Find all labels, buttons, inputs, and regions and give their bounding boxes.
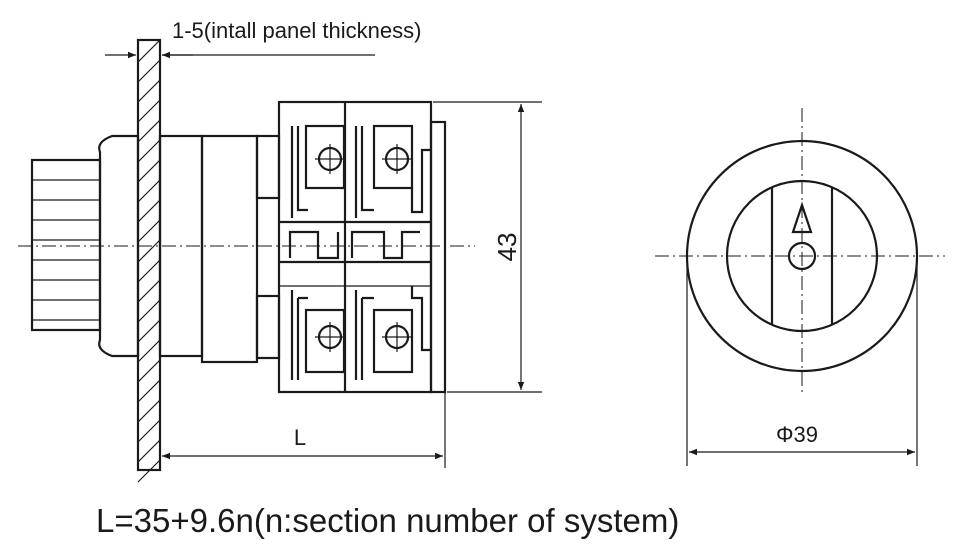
- panel-thickness-dimension: 1-5(intall panel thickness): [105, 18, 421, 59]
- hatch-line: [137, 139, 161, 163]
- hatch-line: [137, 59, 161, 83]
- terminal-screw-icon: [315, 322, 345, 352]
- hatch-line: [137, 179, 161, 203]
- hatch-line: [137, 259, 161, 283]
- hatch-line: [137, 99, 161, 123]
- panel-thickness-label: 1-5(intall panel thickness): [172, 18, 421, 43]
- hatch-line: [137, 159, 161, 183]
- hatch-line: [137, 239, 161, 263]
- terminal-screw-icon: [382, 322, 412, 352]
- hatch-line: [137, 399, 161, 423]
- hatch-line: [137, 299, 161, 323]
- side-view: [18, 38, 475, 483]
- contact-block: [277, 100, 447, 394]
- hatch-line: [137, 39, 161, 63]
- knob-grip-ribs: [32, 179, 100, 321]
- length-formula: L=35+9.6n(n:section number of system): [96, 502, 679, 539]
- length-dim-label: L: [294, 425, 306, 450]
- diameter-dim-label: Φ39: [776, 422, 818, 447]
- height-dim-label: 43: [492, 233, 522, 262]
- terminal-screw-icon: [315, 144, 345, 174]
- front-view: [655, 108, 945, 392]
- hatch-line: [137, 79, 161, 103]
- hatch-line: [137, 279, 161, 303]
- length-dimension: L: [159, 392, 446, 470]
- hatch-line: [137, 419, 161, 443]
- height-dimension: 43: [433, 101, 542, 393]
- mounting-panel: [136, 38, 162, 483]
- knob-grip: [30, 158, 102, 332]
- hatch-line: [137, 359, 161, 383]
- hatch-line: [137, 199, 161, 223]
- terminal-screw-icon: [382, 144, 412, 174]
- diameter-dimension: Φ39: [686, 262, 918, 466]
- hatch-line: [137, 439, 161, 463]
- hatch-line: [137, 119, 161, 143]
- terminal-screws: [315, 144, 412, 352]
- hatch-line: [137, 379, 161, 403]
- switch-body: [158, 134, 281, 364]
- mounting-panel-hatching: [137, 39, 161, 483]
- hatch-line: [137, 339, 161, 363]
- hatch-line: [137, 219, 161, 243]
- hatch-line: [137, 319, 161, 343]
- hatch-line: [137, 459, 161, 483]
